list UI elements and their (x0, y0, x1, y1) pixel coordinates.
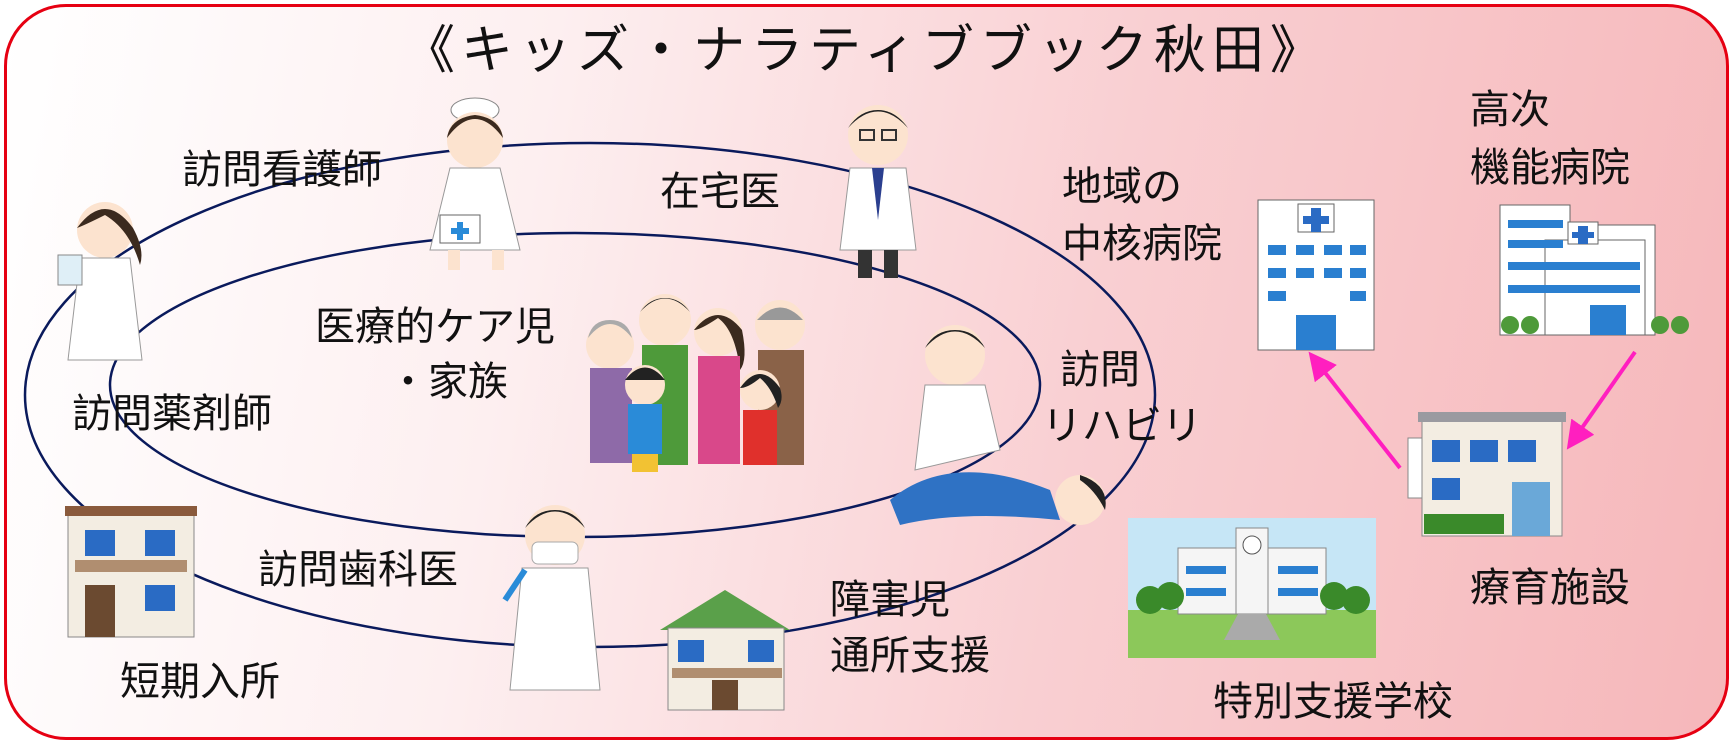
inner-ring (108, 231, 1042, 539)
arrow-from-advanced-hospital (1566, 350, 1637, 450)
label-special-school: 特別支援学校 (1213, 679, 1453, 725)
nurse-icon (429, 97, 521, 270)
apartment-icon (65, 506, 197, 638)
family-icon (586, 294, 805, 472)
large-hospital-icon (1499, 204, 1689, 336)
label-center-line1: 医療的ケア児 (315, 304, 555, 350)
label-day-support-line1: 障害児 (830, 577, 950, 623)
school-icon (1128, 518, 1376, 658)
doctor-icon (839, 105, 917, 278)
house-icon (660, 590, 790, 711)
dentist-icon (502, 505, 601, 691)
label-center-line2: ・家族 (388, 359, 508, 405)
label-home-doctor: 在宅医 (660, 169, 780, 215)
pharmacist-icon (57, 202, 143, 361)
label-rehab-line1: 訪問 (1060, 347, 1140, 393)
label-dentist: 訪問歯科医 (258, 547, 458, 593)
label-rehab-line2: リハビリ (1042, 403, 1202, 449)
hospital-icon (1257, 199, 1375, 351)
label-visiting-nurse: 訪問看護師 (182, 147, 382, 193)
therapy-facility-icon (1407, 412, 1566, 537)
therapist-icon (890, 325, 1106, 525)
label-advanced-hospital-line1: 高次 (1470, 87, 1550, 133)
label-advanced-hospital-line2: 機能病院 (1470, 145, 1630, 191)
label-day-support-line2: 通所支援 (830, 633, 990, 679)
label-therapy-facility: 療育施設 (1470, 565, 1630, 611)
label-pharmacist: 訪問薬剤師 (72, 391, 272, 437)
arrow-to-regional-hospital (1308, 351, 1402, 470)
page-title: 《キッズ・ナラティブブック秋田》 (403, 21, 1328, 81)
label-regional-hospital-line2: 中核病院 (1062, 221, 1222, 267)
label-regional-hospital-line1: 地域の (1062, 164, 1182, 210)
label-short-stay: 短期入所 (120, 659, 280, 705)
